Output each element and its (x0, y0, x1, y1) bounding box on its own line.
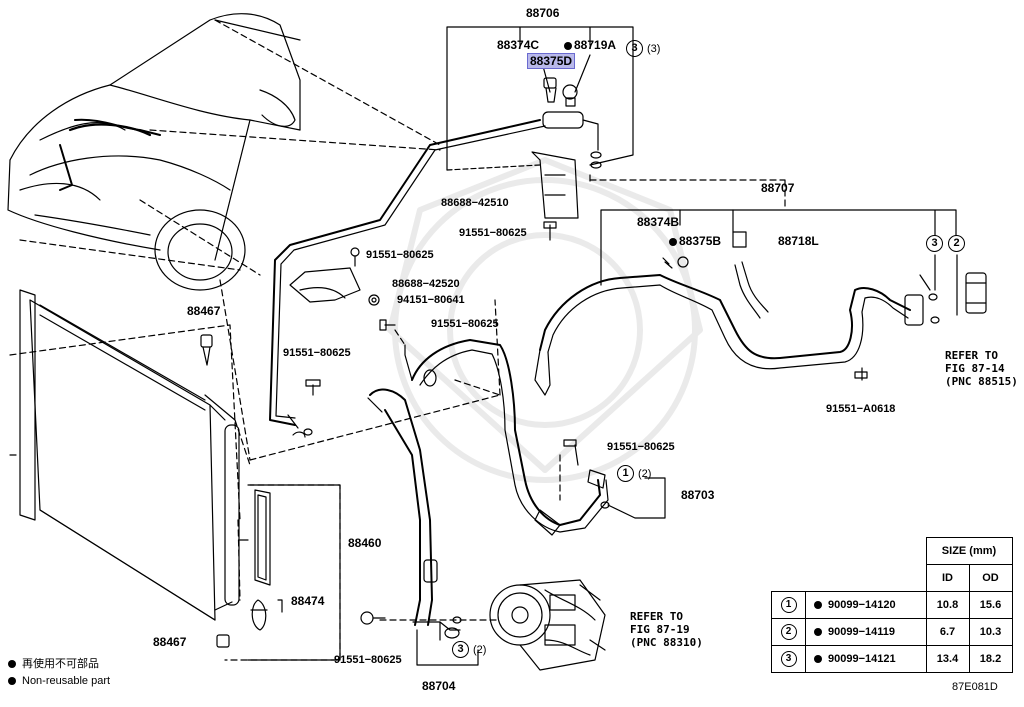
col-id-header: ID (925, 564, 970, 592)
part-88703-label: 88703 (681, 488, 715, 502)
table-row: 3 90099−14121 13.4 18.2 (771, 645, 1013, 673)
refer-line-3: (PNC 88515) (945, 375, 1018, 388)
part-88706-label: 88706 (526, 6, 560, 20)
hose-size-3-circle: 3 (452, 641, 469, 658)
part-number: 90099−14120 (828, 599, 896, 611)
part-88467-label: 88467 (153, 635, 187, 649)
part-88704-label: 88704 (422, 679, 456, 693)
vehicle-outline-icon (7, 13, 301, 291)
part-88375d-label-highlighted[interactable]: 88375D (527, 53, 576, 69)
part-91551-a0618-label: 91551−A0618 (826, 403, 896, 415)
hose-size-3-circle: 3 (626, 40, 643, 57)
refer-line-2: FIG 87-19 (630, 623, 690, 636)
part-88718l-label: 88718L (778, 234, 819, 248)
quantity-label: (2) (473, 644, 487, 656)
col-od-header: OD (968, 564, 1013, 592)
compressor-outline (489, 579, 606, 671)
part-88467-label: 88467 (187, 304, 221, 318)
part-88460-label: 88460 (348, 536, 382, 550)
refer-to-fig-87-19[interactable]: REFER TO FIG 87-19 (PNC 88310) (630, 610, 703, 649)
leader-lines (19, 19, 501, 461)
non-reusable-dot-icon (814, 655, 822, 664)
part-88374c-label: 88374C (497, 38, 540, 52)
legend-jp-text: 再使用不可部品 (22, 658, 99, 670)
hose-size-1-circle: 1 (617, 465, 634, 482)
part-88688-42510-label: 88688−42510 (441, 197, 509, 209)
id-cell: 13.4 (925, 645, 970, 673)
hose-size-table: SIZE (mm) ID OD 1 90099−14120 10.8 15.6 … (771, 537, 1013, 673)
quantity-label: (2) (638, 468, 652, 480)
refer-to-fig-87-14[interactable]: REFER TO FIG 87-14 (PNC 88515) (945, 349, 1018, 388)
refer-line-3: (PNC 88310) (630, 636, 703, 649)
refer-line-2: FIG 87-14 (945, 362, 1005, 375)
non-reusable-dot-icon (814, 628, 822, 637)
size-header-row: SIZE (mm) (772, 537, 1013, 565)
part-number: 90099−14121 (828, 653, 896, 665)
part-91551-80625-label: 91551−80625 (334, 654, 402, 666)
hose-size-2-circle: 2 (948, 235, 965, 252)
od-cell: 18.2 (968, 645, 1013, 673)
table-row: 1 90099−14120 10.8 15.6 (771, 591, 1013, 619)
part-88688-42520-label: 88688−42520 (392, 278, 460, 290)
part-88375b-number: 88375B (679, 234, 722, 248)
legend-en-text: Non-reusable part (22, 675, 111, 687)
legend-english: Non-reusable part (8, 674, 110, 688)
part-88707-label: 88707 (761, 181, 795, 195)
condenser-outline (9, 289, 240, 648)
figure-id: 87E081D (952, 681, 998, 693)
non-reusable-dot-icon (8, 677, 16, 686)
id-cell: 10.8 (925, 591, 970, 619)
non-reusable-dot-icon (669, 237, 677, 246)
size-subheader-row: ID OD (772, 564, 1013, 592)
hose-size-3-circle: 3 (926, 235, 943, 252)
size-mark-circle: 1 (780, 597, 797, 613)
size-mark-circle: 2 (780, 624, 797, 640)
part-91551-80625-label: 91551−80625 (459, 227, 527, 239)
part-91551-80625-label: 91551−80625 (283, 347, 351, 359)
non-reusable-dot-icon (814, 601, 822, 610)
size-header: SIZE (mm) (925, 537, 1013, 565)
refer-line-1: REFER TO (630, 610, 683, 623)
part-91551-80625-label: 91551−80625 (366, 249, 434, 261)
part-88719a-number: 88719A (574, 38, 617, 52)
part-91551-80625-label: 91551−80625 (431, 318, 499, 330)
part-94151-80641-label: 94151−80641 (397, 294, 465, 306)
legend-japanese: 再使用不可部品 (8, 657, 99, 671)
non-reusable-dot-icon (8, 660, 16, 669)
id-cell: 6.7 (925, 618, 970, 646)
part-number: 90099−14119 (828, 626, 895, 638)
non-reusable-dot-icon (564, 41, 572, 50)
size-mark-circle: 3 (780, 651, 797, 667)
part-88375b-label: 88375B (669, 234, 721, 248)
od-cell: 15.6 (968, 591, 1013, 619)
part-88474-label: 88474 (291, 594, 325, 608)
part-88374b-label: 88374B (637, 215, 680, 229)
od-cell: 10.3 (968, 618, 1013, 646)
part-91551-80625-label: 91551−80625 (607, 441, 675, 453)
refer-line-1: REFER TO (945, 349, 998, 362)
quantity-label: (3) (647, 43, 661, 55)
table-row: 2 90099−14119 6.7 10.3 (771, 618, 1013, 646)
part-88719a-label: 88719A (564, 38, 616, 52)
